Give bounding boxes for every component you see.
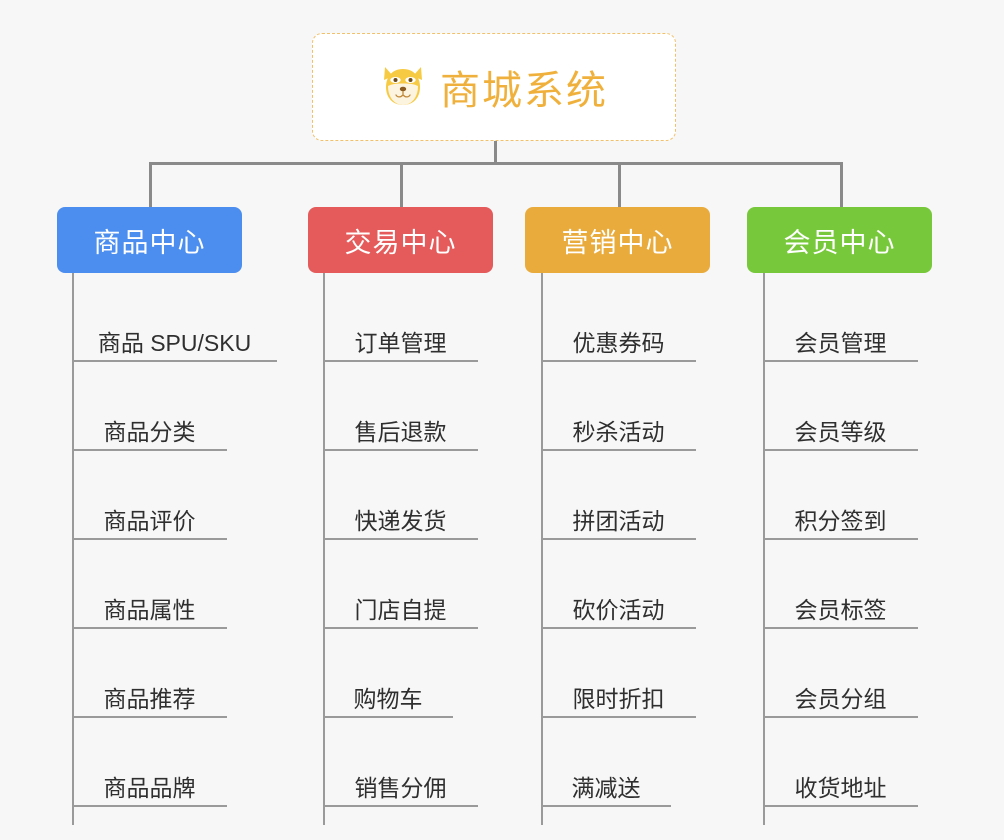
leaf-label: 门店自提 xyxy=(354,596,447,623)
leaf-item-2-3[interactable]: 砍价活动 xyxy=(541,540,696,629)
leaf-item-1-4[interactable]: 购物车 xyxy=(323,629,453,718)
leaf-label: 销售分佣 xyxy=(354,774,447,801)
leaf-label: 商品品牌 xyxy=(103,774,196,801)
leaf-label: 秒杀活动 xyxy=(572,418,665,445)
leaf-label: 商品分类 xyxy=(103,418,196,445)
leaf-label: 砍价活动 xyxy=(572,596,665,623)
leaf-label: 会员管理 xyxy=(794,329,887,356)
drop-line-1 xyxy=(149,162,152,207)
leaf-item-1-5[interactable]: 销售分佣 xyxy=(323,718,478,807)
leaf-item-2-1[interactable]: 秒杀活动 xyxy=(541,362,696,451)
leaf-label: 订单管理 xyxy=(354,329,447,356)
leaf-label: 积分签到 xyxy=(794,507,887,534)
drop-line-2 xyxy=(400,162,403,207)
branch-card-marketing-center[interactable]: 营销中心 xyxy=(525,207,710,273)
leaf-item-2-2[interactable]: 拼团活动 xyxy=(541,451,696,540)
leaf-item-1-0[interactable]: 订单管理 xyxy=(323,273,478,362)
trunk-line-trade-center xyxy=(323,273,325,825)
leaf-item-2-5[interactable]: 满减送 xyxy=(541,718,671,807)
root-title: 商城系统 xyxy=(440,69,608,113)
leaf-item-2-0[interactable]: 优惠券码 xyxy=(541,273,696,362)
branch-card-product-center[interactable]: 商品中心 xyxy=(57,207,242,273)
leaf-label: 会员分组 xyxy=(794,685,887,712)
leaf-label: 售后退款 xyxy=(354,418,447,445)
drop-line-3 xyxy=(618,162,621,207)
leaf-label: 满减送 xyxy=(571,774,641,801)
leaf-label: 收货地址 xyxy=(794,774,887,801)
horizontal-bus-line xyxy=(150,162,843,165)
leaf-item-0-1[interactable]: 商品分类 xyxy=(72,362,227,451)
branch-card-label: 会员中心 xyxy=(783,227,896,258)
branch-card-member-center[interactable]: 会员中心 xyxy=(747,207,932,273)
drop-line-4 xyxy=(840,162,843,207)
leaf-item-3-2[interactable]: 积分签到 xyxy=(763,451,918,540)
leaf-item-1-2[interactable]: 快递发货 xyxy=(323,451,478,540)
leaf-item-0-0[interactable]: 商品 SPU/SKU xyxy=(72,273,277,362)
branch-card-label: 营销中心 xyxy=(561,227,674,258)
root-node-shop-system[interactable]: 商城系统 xyxy=(312,33,676,141)
leaf-item-3-1[interactable]: 会员等级 xyxy=(763,362,918,451)
shiba-dog-face-icon xyxy=(380,64,426,110)
leaf-label: 快递发货 xyxy=(354,507,447,534)
leaf-label: 优惠券码 xyxy=(572,329,665,356)
leaf-label: 限时折扣 xyxy=(572,685,665,712)
branch-card-trade-center[interactable]: 交易中心 xyxy=(308,207,493,273)
leaf-item-3-5[interactable]: 收货地址 xyxy=(763,718,918,807)
leaf-item-3-3[interactable]: 会员标签 xyxy=(763,540,918,629)
leaf-item-0-4[interactable]: 商品推荐 xyxy=(72,629,227,718)
leaf-item-0-5[interactable]: 商品品牌 xyxy=(72,718,227,807)
leaf-label: 购物车 xyxy=(353,685,423,712)
leaf-label: 会员标签 xyxy=(794,596,887,623)
leaf-item-0-2[interactable]: 商品评价 xyxy=(72,451,227,540)
leaf-label: 商品 SPU/SKU xyxy=(97,329,252,356)
branch-card-label: 商品中心 xyxy=(93,227,206,258)
leaf-item-3-4[interactable]: 会员分组 xyxy=(763,629,918,718)
leaf-item-3-0[interactable]: 会员管理 xyxy=(763,273,918,362)
leaf-label: 拼团活动 xyxy=(572,507,665,534)
leaf-item-2-4[interactable]: 限时折扣 xyxy=(541,629,696,718)
branch-card-label: 交易中心 xyxy=(344,227,457,258)
root-stem-line xyxy=(494,141,497,164)
leaf-label: 会员等级 xyxy=(794,418,887,445)
leaf-label: 商品推荐 xyxy=(103,685,196,712)
trunk-line-marketing-center xyxy=(541,273,543,825)
trunk-line-product-center xyxy=(72,273,74,825)
leaf-label: 商品属性 xyxy=(103,596,196,623)
leaf-item-1-3[interactable]: 门店自提 xyxy=(323,540,478,629)
leaf-item-1-1[interactable]: 售后退款 xyxy=(323,362,478,451)
leaf-item-0-3[interactable]: 商品属性 xyxy=(72,540,227,629)
trunk-line-member-center xyxy=(763,273,765,825)
leaf-label: 商品评价 xyxy=(103,507,196,534)
